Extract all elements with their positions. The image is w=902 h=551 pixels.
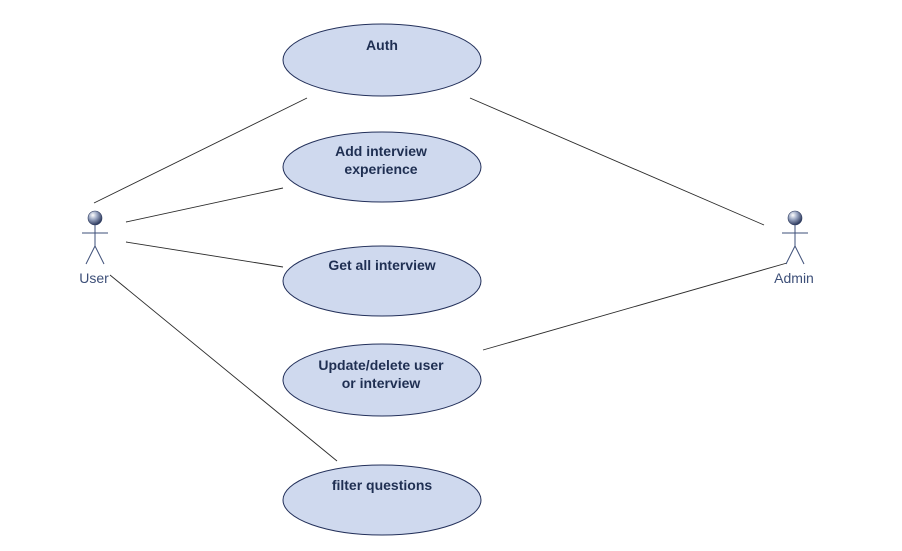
actor-stick-figure-icon bbox=[782, 210, 808, 265]
use-case-label-line-1: Update/delete user bbox=[318, 357, 444, 373]
use-case-update-delete[interactable]: Update/delete user or interview bbox=[282, 343, 482, 417]
use-case-ellipse bbox=[282, 23, 482, 97]
association-user-add-interview-experience bbox=[125, 187, 284, 223]
actor-label: User bbox=[79, 270, 109, 286]
use-case-auth[interactable]: Auth bbox=[282, 23, 482, 97]
associations bbox=[93, 97, 788, 462]
use-case-get-all-interview[interactable]: Get all interview bbox=[282, 245, 482, 317]
use-case-add-interview-experience[interactable]: Add interview experience bbox=[282, 131, 482, 203]
actor-stick-figure-icon bbox=[82, 210, 108, 265]
association-admin-auth bbox=[469, 97, 765, 226]
use-case-ellipse bbox=[282, 464, 482, 536]
use-case-label-line-1: Add interview bbox=[335, 143, 427, 159]
actor-user[interactable]: User bbox=[79, 210, 109, 286]
use-case-ellipse bbox=[282, 245, 482, 317]
association-admin-update-delete bbox=[482, 262, 788, 351]
use-case-filter-questions[interactable]: filter questions bbox=[282, 464, 482, 536]
association-user-auth bbox=[93, 97, 308, 204]
use-case-label: Get all interview bbox=[328, 257, 435, 273]
association-user-get-all-interview bbox=[125, 241, 284, 268]
use-case-label: Auth bbox=[366, 37, 398, 53]
use-case-label: filter questions bbox=[332, 477, 433, 493]
use-case-ellipse bbox=[282, 343, 482, 417]
association-user-filter-questions bbox=[109, 274, 338, 462]
use-case-label-line-2: or interview bbox=[342, 375, 421, 391]
actor-admin[interactable]: Admin bbox=[774, 210, 814, 286]
use-case-ellipse bbox=[282, 131, 482, 203]
actor-label: Admin bbox=[774, 270, 814, 286]
use-case-label-line-2: experience bbox=[344, 161, 417, 177]
